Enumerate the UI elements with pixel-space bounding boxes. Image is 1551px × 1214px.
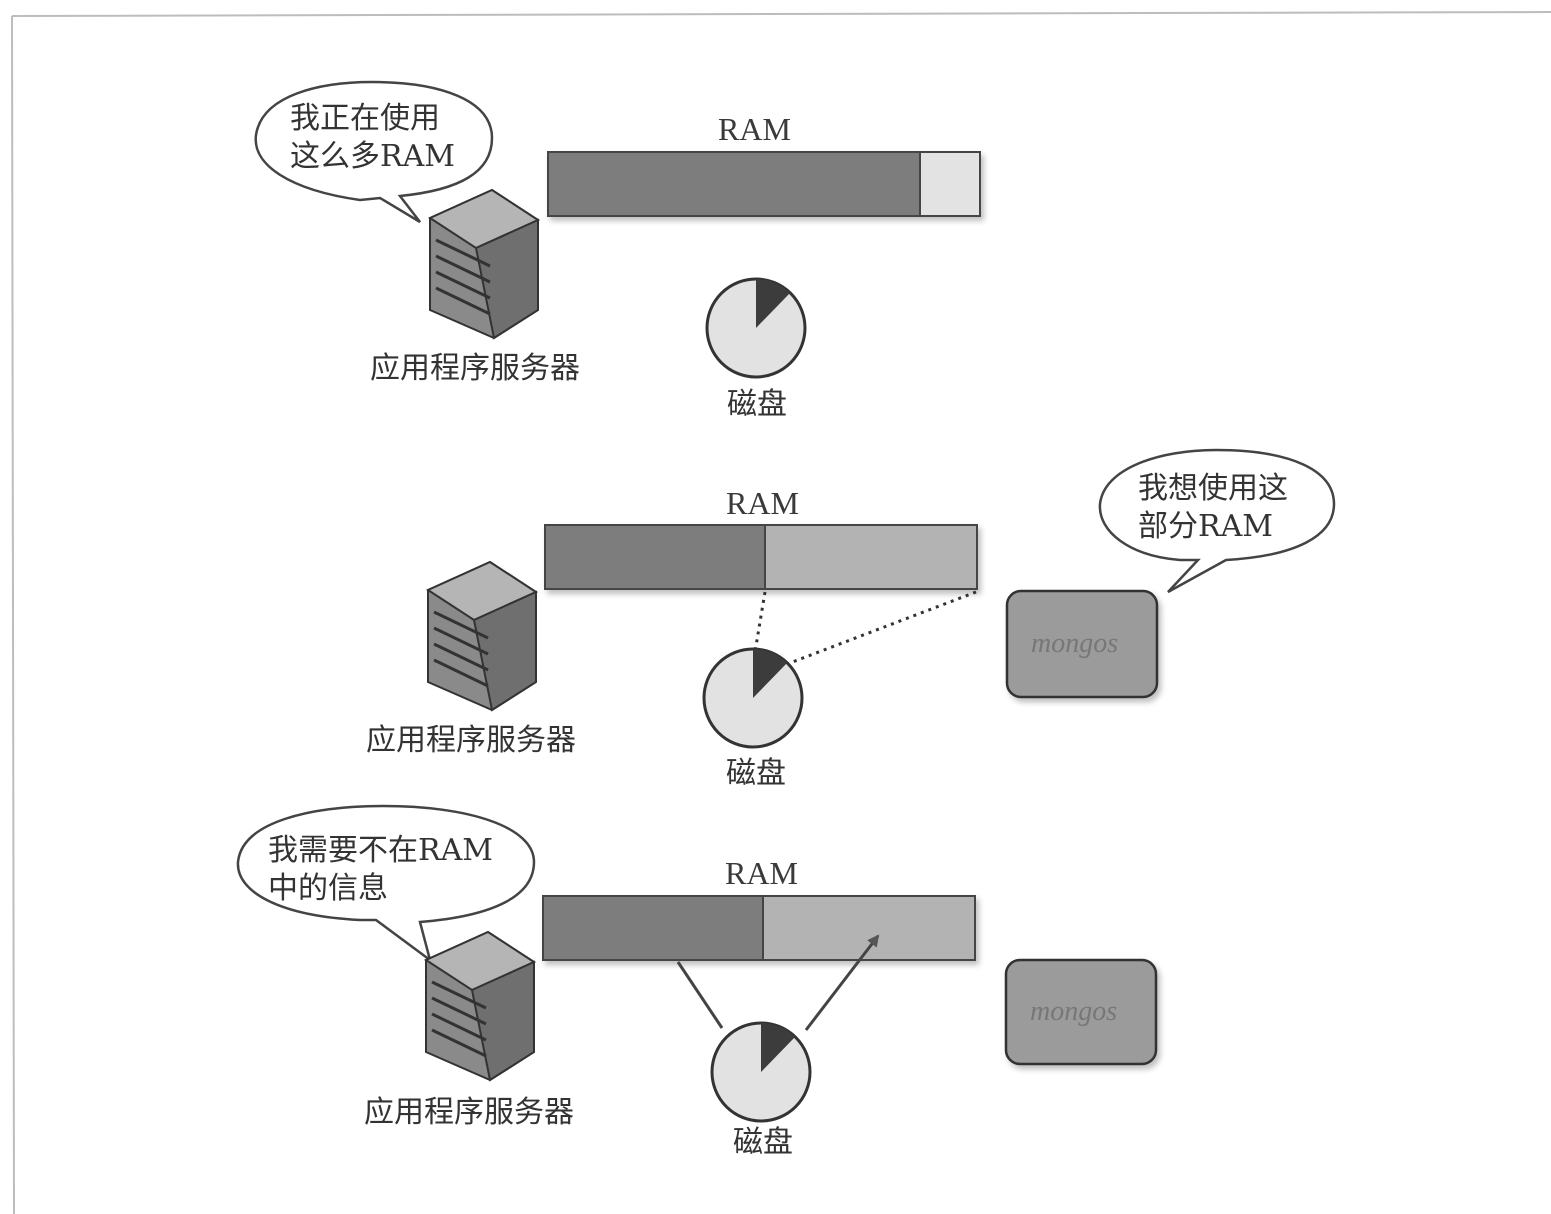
mongos-label: mongos [1031,628,1118,659]
bubble-line-2: 这么多RAM [290,139,455,174]
panel-1: 我正在使用 这么多RAM 应用程序服务器 RAM 磁盘 [254,80,981,422]
speech-bubble: 我需要不在RAM 中的信息 [236,804,536,964]
mongos-label: mongos [1030,996,1117,1027]
ram-used-segment [544,524,766,590]
bubble-line-2: 部分RAM [1138,509,1273,544]
bubble-line-2: 中的信息 [268,871,388,906]
dotted-connector [752,590,977,668]
ram-bar [544,524,978,590]
mongos-box: mongos [1005,589,1159,699]
disk-label: 磁盘 [726,756,786,791]
ram-free-segment [762,895,976,961]
server-label: 应用程序服务器 [364,1095,574,1130]
speech-bubble: 我想使用这 部分RAM [1098,448,1336,594]
bubble-line-1: 我正在使用 [290,101,440,136]
ram-label: RAM [718,111,791,147]
ram-label: RAM [725,855,798,891]
ram-used-segment [547,151,921,217]
disk-icon [710,1021,812,1123]
panel-2: RAM 应用程序服务器 磁盘 mongos [366,448,1336,791]
disk-icon [705,277,807,379]
ram-label: RAM [726,485,799,521]
bubble-line-1: 我需要不在RAM [268,833,493,868]
ram-free-segment [919,151,981,217]
disk-label: 磁盘 [727,387,787,422]
server-label: 应用程序服务器 [370,351,580,386]
disk-label: 磁盘 [733,1125,793,1160]
server-label: 应用程序服务器 [366,723,576,758]
panel-3: 我需要不在RAM 中的信息 RAM 应用程序服务器 磁盘 [236,804,1158,1160]
ram-bar [542,895,976,961]
mongos-box: mongos [1004,958,1158,1066]
arrow-connector [676,934,880,1031]
ram-bar [547,151,981,217]
bubble-line-1: 我想使用这 [1138,471,1288,506]
speech-bubble: 我正在使用 这么多RAM [254,80,494,224]
server-icon [427,188,541,340]
server-icon [423,930,537,1082]
disk-icon [702,647,804,749]
server-icon [425,560,539,712]
ram-free-segment [764,524,978,590]
ram-used-segment [542,895,764,961]
figure-frame [11,11,1551,1214]
